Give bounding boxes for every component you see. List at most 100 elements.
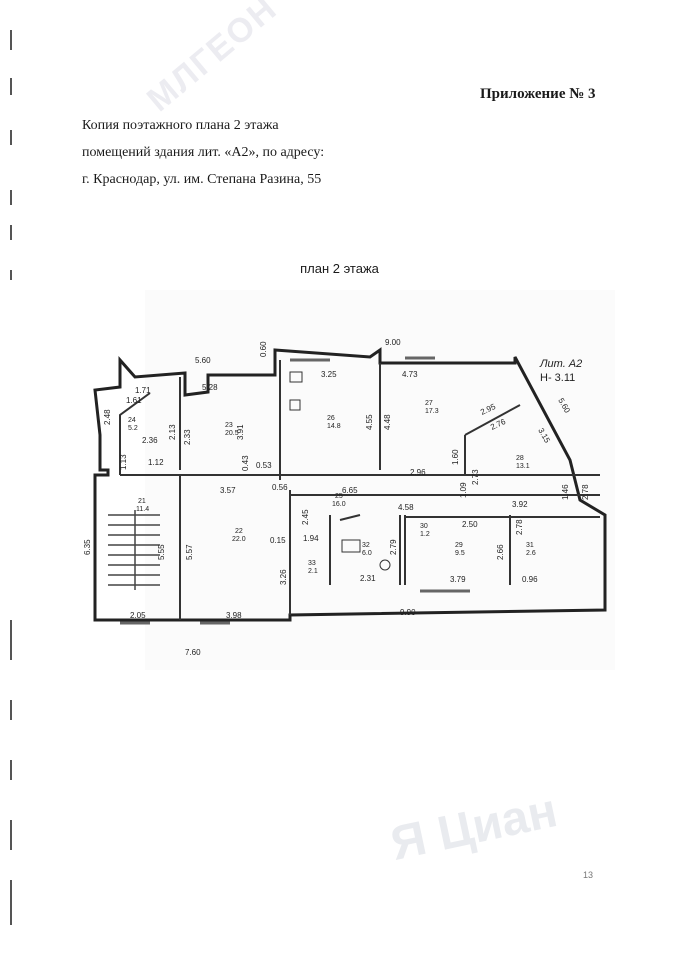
svg-text:33: 33 xyxy=(308,560,316,567)
plan-title: план 2 этажа xyxy=(300,261,379,276)
svg-text:21: 21 xyxy=(138,498,146,505)
svg-text:5.55: 5.55 xyxy=(157,544,166,560)
svg-text:2.73: 2.73 xyxy=(471,469,480,485)
svg-text:30: 30 xyxy=(420,523,428,530)
appendix-label: Приложение № 3 xyxy=(480,86,596,102)
svg-text:4.48: 4.48 xyxy=(383,414,392,430)
svg-text:5.57: 5.57 xyxy=(185,544,194,560)
caption-line: г. Краснодар, ул. им. Степана Разина, 55 xyxy=(82,172,322,187)
svg-text:32: 32 xyxy=(362,542,370,549)
svg-text:3.57: 3.57 xyxy=(220,486,236,495)
svg-text:20.5: 20.5 xyxy=(225,430,239,437)
svg-text:2.05: 2.05 xyxy=(130,611,146,620)
svg-text:27: 27 xyxy=(425,400,433,407)
svg-text:5.28: 5.28 xyxy=(202,383,218,392)
svg-text:0.43: 0.43 xyxy=(241,455,250,471)
room-33: 33 2.1 xyxy=(308,560,318,575)
svg-text:2.1: 2.1 xyxy=(308,568,318,575)
fixtures xyxy=(289,371,391,571)
svg-text:2.66: 2.66 xyxy=(496,544,505,560)
room-21: 21 11.4 5.55 2.05 xyxy=(130,498,166,620)
svg-text:0.15: 0.15 xyxy=(270,536,286,545)
dim-total-top: 9.00 xyxy=(385,338,401,347)
dim-left-height: 6.35 xyxy=(83,539,92,555)
svg-text:1.13: 1.13 xyxy=(119,454,128,470)
svg-text:6.0: 6.0 xyxy=(362,550,372,557)
svg-text:24: 24 xyxy=(128,417,136,424)
dim-gap-top: 0.60 xyxy=(259,341,268,357)
room-25: 25 16.0 6.65 2.96 2.45 4.58 1.09 1.94 xyxy=(301,468,468,543)
svg-text:29: 29 xyxy=(455,542,463,549)
svg-text:4.73: 4.73 xyxy=(402,370,418,379)
svg-text:2.50: 2.50 xyxy=(462,520,478,529)
svg-text:4.55: 4.55 xyxy=(365,414,374,430)
svg-text:9.5: 9.5 xyxy=(455,550,465,557)
svg-text:28: 28 xyxy=(516,455,524,462)
svg-text:2.33: 2.33 xyxy=(183,429,192,445)
svg-text:1.2: 1.2 xyxy=(420,531,430,538)
svg-text:16.0: 16.0 xyxy=(332,501,346,508)
watermark-cian: Я Циан xyxy=(386,784,562,871)
inner-walls xyxy=(119,360,600,620)
svg-text:1.94: 1.94 xyxy=(303,534,319,543)
svg-text:0.56: 0.56 xyxy=(272,483,288,492)
svg-text:2.13: 2.13 xyxy=(168,424,177,440)
svg-text:1.61: 1.61 xyxy=(126,396,142,405)
dim-left-top: 5.60 xyxy=(195,356,211,365)
room-22: 22 22.0 3.57 0.56 5.57 3.98 3.26 0.15 xyxy=(185,483,288,620)
height-label: Н- 3.11 xyxy=(540,372,575,384)
svg-text:3.98: 3.98 xyxy=(226,611,242,620)
svg-text:6.65: 6.65 xyxy=(342,486,358,495)
svg-text:2.6: 2.6 xyxy=(526,550,536,557)
svg-text:1.09: 1.09 xyxy=(459,482,468,498)
svg-text:25: 25 xyxy=(335,493,343,500)
room-23: 23 20.5 5.28 2.33 3.91 0.43 0.53 xyxy=(183,383,272,471)
svg-text:2.78: 2.78 xyxy=(581,484,590,500)
dim-total-bottom: 9.90 xyxy=(400,608,416,617)
caption-line: Копия поэтажного плана 2 этажа xyxy=(82,118,279,133)
outer-walls xyxy=(93,347,607,622)
svg-text:1.71: 1.71 xyxy=(135,386,151,395)
svg-text:14.8: 14.8 xyxy=(327,423,341,430)
svg-text:2.31: 2.31 xyxy=(360,574,376,583)
svg-text:2.78: 2.78 xyxy=(515,519,524,535)
svg-text:2.79: 2.79 xyxy=(389,539,398,555)
binding-marks xyxy=(10,30,12,925)
svg-text:2.36: 2.36 xyxy=(142,436,158,445)
room-30: 30 1.2 xyxy=(420,523,430,538)
svg-text:3.25: 3.25 xyxy=(321,370,337,379)
svg-text:3.26: 3.26 xyxy=(279,569,288,585)
windows xyxy=(120,356,470,625)
svg-text:17.3: 17.3 xyxy=(425,408,439,415)
watermark-logo: МЛГЕОН xyxy=(140,0,285,120)
svg-text:4.58: 4.58 xyxy=(398,503,414,512)
caption-line: помещений здания лит. «А2», по адресу: xyxy=(82,145,325,160)
svg-text:22.0: 22.0 xyxy=(232,536,246,543)
svg-text:23: 23 xyxy=(225,422,233,429)
dim-left-bottom: 7.60 xyxy=(185,648,201,657)
document-caption: Копия поэтажного плана 2 этажа помещений… xyxy=(82,112,324,193)
floor-plan: Лит. А2 Н- 3.11 9.00 5.60 0.60 9.90 7.60… xyxy=(83,290,615,670)
room-24: 24 5.2 1.71 1.61 2.48 2.36 2.13 1.13 1.1… xyxy=(103,386,177,470)
svg-text:11.4: 11.4 xyxy=(136,506,149,513)
svg-text:3.79: 3.79 xyxy=(450,575,466,584)
svg-text:1.12: 1.12 xyxy=(148,458,164,467)
room-32: 32 6.0 2.79 2.31 xyxy=(360,539,398,583)
svg-text:5.2: 5.2 xyxy=(128,425,138,432)
svg-text:3.92: 3.92 xyxy=(512,500,528,509)
room-26: 26 14.8 3.25 4.55 xyxy=(321,370,374,430)
svg-text:2.45: 2.45 xyxy=(301,509,310,525)
lit-label: Лит. А2 xyxy=(539,358,582,370)
svg-text:31: 31 xyxy=(526,542,534,549)
room-29: 29 9.5 2.50 2.66 3.79 xyxy=(450,520,505,584)
svg-text:0.53: 0.53 xyxy=(256,461,272,470)
svg-text:26: 26 xyxy=(327,415,335,422)
room-31: 31 2.6 2.78 0.96 xyxy=(515,519,538,584)
svg-text:22: 22 xyxy=(235,528,243,535)
svg-text:1.60: 1.60 xyxy=(451,449,460,465)
svg-text:2.48: 2.48 xyxy=(103,409,112,425)
svg-text:3.91: 3.91 xyxy=(236,424,245,440)
svg-text:13.1: 13.1 xyxy=(516,463,530,470)
svg-text:1.46: 1.46 xyxy=(561,484,570,500)
